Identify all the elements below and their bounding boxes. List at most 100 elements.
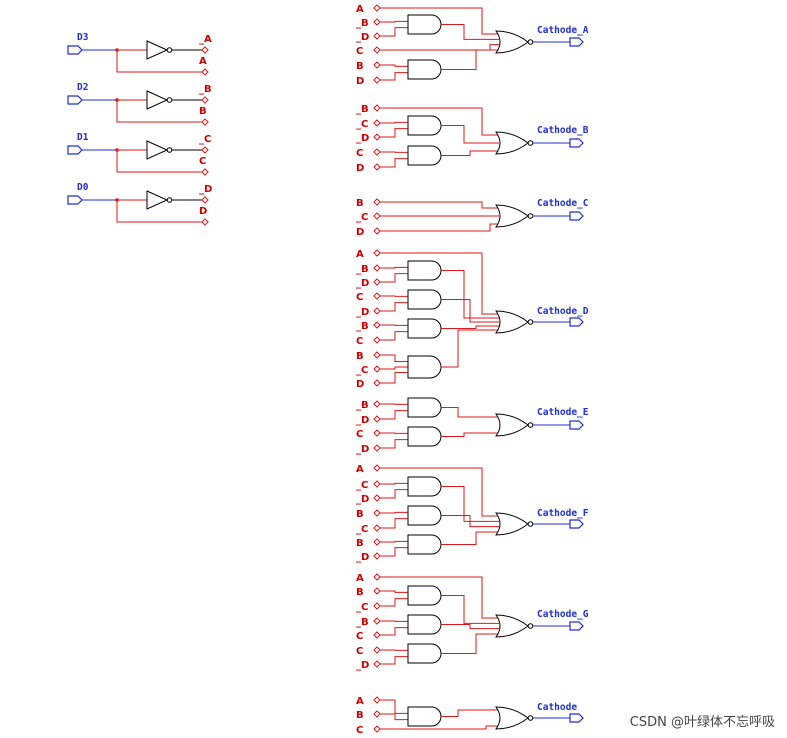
- wire: [380, 467, 499, 517]
- pin-label: C: [356, 148, 363, 159]
- wire: [116, 50, 202, 73]
- wire: [441, 125, 499, 144]
- wire: [380, 518, 408, 529]
- wire: [380, 273, 408, 283]
- pin-label: _D: [356, 32, 369, 43]
- input-pin: [373, 292, 381, 300]
- input-label: D2: [77, 82, 88, 93]
- input-port: [67, 145, 83, 155]
- wire: [380, 252, 499, 315]
- output-label: Cathode_G: [537, 609, 589, 620]
- wire: [441, 432, 499, 437]
- wire: [380, 266, 408, 269]
- input-pin: [373, 351, 381, 359]
- inverter-gate: [146, 90, 169, 110]
- and-gate: [407, 706, 442, 727]
- wire: [441, 486, 499, 522]
- output-label: Cathode_A: [537, 25, 589, 36]
- input-pin: [373, 61, 381, 69]
- inverter-unit: D0_DD: [67, 182, 212, 226]
- or-gate: [495, 706, 529, 730]
- output-port: [569, 621, 584, 631]
- wire: [441, 299, 499, 323]
- wire: [441, 624, 499, 630]
- wire: [380, 725, 499, 730]
- wire: [380, 354, 408, 362]
- pin-label: C: [356, 292, 363, 303]
- output-pin: [201, 46, 209, 54]
- pin-label: A: [356, 464, 364, 475]
- pin-label: _D: [356, 444, 369, 455]
- output-port: [569, 37, 584, 47]
- pin-label: _C: [356, 365, 368, 376]
- wire: [380, 410, 408, 420]
- output-pin: [201, 146, 209, 154]
- inverter-unit: D1_CC: [67, 132, 211, 176]
- pin-label: B: [356, 538, 364, 549]
- input-label: D0: [77, 182, 89, 193]
- wire: [380, 598, 408, 607]
- or-bubble: [527, 521, 534, 527]
- pin-label: A: [356, 4, 364, 15]
- input-pin: [373, 524, 381, 532]
- input-pin: [373, 249, 381, 257]
- or-gate: [495, 30, 529, 54]
- wire: [380, 158, 408, 168]
- pin-label: C: [356, 429, 363, 440]
- pin-label: _C: [356, 212, 368, 223]
- wire: [380, 64, 408, 67]
- wire: [441, 407, 499, 418]
- and-gate: [407, 643, 442, 664]
- input-pin: [373, 104, 381, 112]
- input-pin: [373, 646, 381, 654]
- output-label: Cathode_D: [537, 306, 589, 317]
- wire: [380, 627, 408, 636]
- pin-label: D: [356, 227, 364, 238]
- wire: [380, 372, 408, 384]
- input-pin: [373, 494, 381, 502]
- input-pin: [373, 227, 381, 235]
- or-gate: [495, 413, 529, 437]
- input-pin: [373, 710, 381, 718]
- pin-label: C: [356, 631, 363, 642]
- input-label: D1: [77, 132, 89, 143]
- output-label: Cathode: [537, 702, 577, 713]
- input-pin: [373, 18, 381, 26]
- input-pin: [373, 198, 381, 206]
- pin-label: _B: [356, 264, 369, 275]
- inverted-output-label: _B: [199, 84, 212, 95]
- or-bubble: [527, 39, 534, 45]
- input-pin: [373, 133, 381, 141]
- wire: [380, 302, 408, 312]
- wire: [116, 100, 202, 123]
- wire: [380, 576, 499, 619]
- input-pin: [373, 538, 381, 546]
- wire: [380, 27, 408, 37]
- output-port: [569, 138, 584, 148]
- inverter-gate: [146, 190, 169, 210]
- pin-label: B: [356, 710, 364, 721]
- inverter-bubble: [166, 147, 173, 153]
- pin-label: _D: [356, 415, 369, 426]
- inverted-output-label: _C: [199, 134, 211, 145]
- pin-label: C: [356, 46, 363, 57]
- pin-label: _D: [356, 307, 369, 318]
- output-label: Cathode_F: [537, 508, 589, 519]
- wire: [380, 547, 408, 557]
- pin-label: D: [356, 76, 364, 87]
- or-gate: [495, 512, 529, 536]
- pin-label: _D: [356, 278, 369, 289]
- input-pin: [373, 617, 381, 625]
- true-output-label: D: [199, 206, 207, 217]
- wire: [380, 331, 408, 341]
- and-gate: [407, 59, 442, 80]
- pin-label: _C: [356, 480, 368, 491]
- wire: [380, 72, 408, 81]
- input-pin: [373, 480, 381, 488]
- input-pin: [373, 278, 381, 286]
- wire: [441, 325, 499, 329]
- pin-label: A: [356, 573, 364, 584]
